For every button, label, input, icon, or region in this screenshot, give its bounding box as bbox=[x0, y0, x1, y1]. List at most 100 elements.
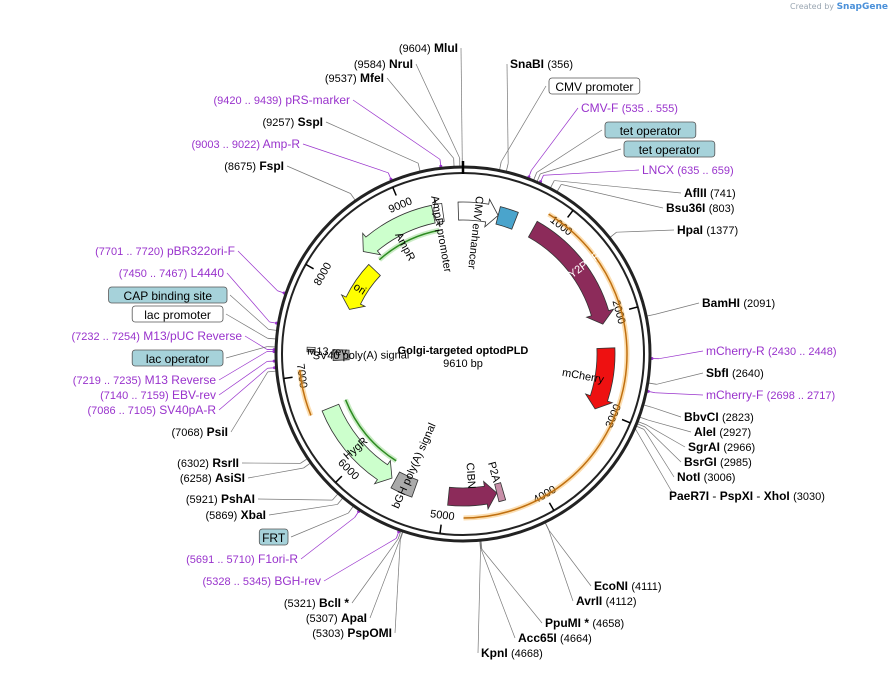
leader-stub bbox=[479, 541, 481, 550]
label-f1ori-r: (5691 .. 5710) F1ori-R bbox=[186, 552, 298, 566]
label-text: mCherry-R (2430 .. 2448) bbox=[706, 344, 837, 358]
label-text: (5869) XbaI bbox=[206, 508, 266, 522]
label-m13-reverse: (7219 .. 7235) M13 Reverse bbox=[73, 373, 217, 387]
label-box bbox=[258, 528, 289, 546]
leader-line bbox=[644, 426, 682, 463]
leader-line bbox=[218, 368, 268, 411]
leader-stub bbox=[544, 522, 550, 531]
orange-arc bbox=[463, 213, 628, 519]
tick-mark bbox=[439, 524, 442, 534]
leader-line bbox=[651, 406, 682, 418]
label-position: (2640) bbox=[732, 368, 764, 380]
label-name: AvrII bbox=[576, 594, 602, 608]
feature-label-p2a: P2A bbox=[485, 461, 502, 485]
label-bamhi: BamHI (2091) bbox=[702, 296, 775, 310]
label-bcli: (5321) BclI * bbox=[284, 596, 349, 610]
label-position: (5921) bbox=[186, 494, 218, 506]
label-name: EBV-rev bbox=[172, 388, 216, 402]
leader-stub bbox=[499, 161, 502, 170]
label-position: (4111) bbox=[631, 581, 661, 593]
tick-mark bbox=[621, 418, 631, 424]
leader-stub bbox=[268, 328, 277, 331]
leader-line bbox=[369, 539, 401, 619]
leader-line bbox=[480, 549, 516, 639]
label-sbfi: SbfI (2640) bbox=[706, 366, 764, 380]
label-text: (7086 .. 7105) SV40pA-R bbox=[87, 403, 216, 417]
label-m13-puc-reverse: (7232 .. 7254) M13/pUC Reverse bbox=[71, 329, 242, 343]
tick-mark bbox=[283, 376, 293, 380]
tick-mark bbox=[305, 263, 314, 270]
label-position: (356) bbox=[547, 59, 573, 71]
label-asisi: (6258) AsiSI bbox=[180, 471, 245, 485]
label-position: (7068) bbox=[172, 427, 204, 439]
label-prs-marker: (9420 .. 9439) pRS-marker bbox=[213, 93, 350, 107]
feature-ampr bbox=[362, 204, 436, 256]
label-position: (7219 .. 7235) bbox=[73, 375, 142, 387]
label-name: LNCX bbox=[642, 163, 674, 177]
label-text: HpaI (1377) bbox=[677, 223, 738, 237]
leader-line bbox=[548, 529, 592, 587]
label-position: (9420 .. 9439) bbox=[213, 95, 282, 107]
label-text: CMV-F (535 .. 555) bbox=[581, 101, 678, 115]
label-name: AflII bbox=[684, 186, 707, 200]
label-text: (8675) FspI bbox=[224, 159, 284, 173]
label-aflii: AflII (741) bbox=[684, 186, 736, 200]
label-position: (5303) bbox=[312, 628, 344, 640]
label-fspi: (8675) FspI bbox=[224, 159, 284, 173]
label-position: (535 .. 555) bbox=[622, 103, 678, 115]
leader-stub bbox=[647, 313, 656, 317]
label-position: (5869) bbox=[206, 510, 238, 522]
label-acc65i: Acc65I (4664) bbox=[518, 631, 592, 645]
feature-label-ori: ori bbox=[351, 281, 368, 298]
leader-stub bbox=[303, 463, 311, 469]
label-position: (7450 .. 7467) bbox=[119, 268, 188, 280]
label-l4440: (7450 .. 7467) L4440 bbox=[119, 266, 225, 280]
label-text: (9003 .. 9022) Amp-R bbox=[191, 137, 300, 151]
label-name: HpaI bbox=[677, 223, 703, 237]
label-name: mCherry-R bbox=[706, 344, 765, 358]
label-text: LNCX (635 .. 659) bbox=[642, 163, 734, 177]
label-position: (9537) bbox=[325, 73, 357, 85]
label-bgh-rev: (5328 .. 5345) BGH-rev bbox=[202, 574, 321, 588]
label-position: (635 .. 659) bbox=[677, 165, 733, 177]
annotation-arcs bbox=[297, 211, 630, 521]
leader-line bbox=[481, 548, 543, 624]
label-lncx: LNCX (635 .. 659) bbox=[642, 163, 734, 177]
leader-line bbox=[247, 467, 304, 479]
label-sgrai: SgrAI (2966) bbox=[688, 440, 755, 454]
leader-line bbox=[218, 361, 268, 396]
leader-stub bbox=[337, 498, 343, 505]
label-nrui: (9584) NruI bbox=[354, 57, 413, 71]
label-position: (2430 .. 2448) bbox=[768, 346, 837, 358]
tick-mark bbox=[392, 186, 397, 196]
leader-line bbox=[645, 424, 686, 448]
feature-cibn bbox=[447, 480, 498, 511]
label-text: SbfI (2640) bbox=[706, 366, 764, 380]
label-econi: EcoNI (4111) bbox=[594, 579, 662, 593]
label-text: (7140 .. 7159) EBV-rev bbox=[100, 388, 216, 402]
leader-stub bbox=[399, 531, 403, 540]
leader-line bbox=[616, 229, 675, 233]
label-text: PpuMI * (4658) bbox=[545, 616, 624, 630]
label-text: Acc65I (4664) bbox=[518, 631, 592, 645]
label-cap-binding-site: CAP binding site bbox=[108, 286, 228, 304]
label-name: ApaI bbox=[341, 611, 367, 625]
label-text: (7701 .. 7720) pBR322ori-F bbox=[95, 244, 235, 258]
label-box bbox=[131, 349, 224, 367]
label-name: F1ori-R bbox=[258, 552, 298, 566]
label-text: KpnI (4668) bbox=[481, 646, 543, 660]
leader-line bbox=[540, 148, 622, 175]
leader-line bbox=[302, 143, 389, 174]
leader-line bbox=[394, 539, 401, 634]
label-text: SgrAI (2966) bbox=[688, 440, 755, 454]
label-mfei: (9537) MfeI bbox=[325, 71, 384, 85]
label-text: mCherry-F (2698 .. 2717) bbox=[706, 388, 835, 402]
leader-stub bbox=[639, 416, 648, 421]
green-arc bbox=[344, 399, 397, 462]
label-text: BamHI (2091) bbox=[702, 296, 775, 310]
label-name: NotI bbox=[677, 470, 700, 484]
leader-stub bbox=[636, 425, 645, 430]
label-position: (5307) bbox=[306, 613, 338, 625]
label-rsrii: (6302) RsrII bbox=[177, 456, 239, 470]
